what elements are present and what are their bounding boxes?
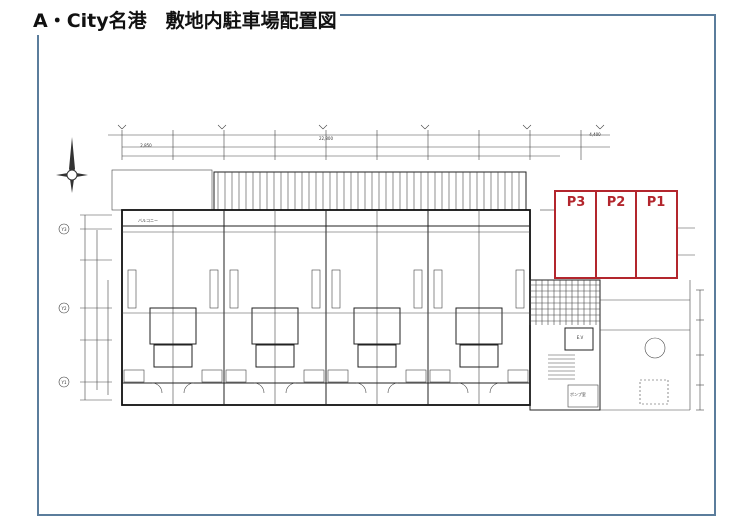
door-swing	[285, 382, 297, 394]
plan-line	[420, 124, 426, 130]
elevator	[564, 327, 594, 351]
parking-area: P3 P2 P1	[554, 190, 678, 279]
water-tank	[644, 337, 666, 359]
parking-space-p2: P2	[607, 195, 626, 210]
door-swing	[151, 382, 163, 394]
bathroom	[455, 307, 503, 345]
entrance	[201, 369, 223, 383]
ev-label: E.V	[577, 335, 584, 340]
plan-line	[526, 124, 532, 130]
overall-dimension: 22,800	[319, 136, 333, 141]
grid-label-y2: Y2	[61, 306, 67, 311]
door-swing	[253, 382, 265, 394]
kitchen	[127, 269, 137, 309]
pump-room	[567, 384, 599, 408]
kitchen	[515, 269, 525, 309]
plan-line	[595, 124, 601, 130]
bathroom	[149, 307, 197, 345]
bicycle-parking	[213, 171, 527, 211]
entrance	[123, 369, 145, 383]
parking-space-p3: P3	[567, 195, 586, 210]
door-swing	[183, 382, 195, 394]
plan-line	[424, 124, 430, 130]
balcony-label: バルコニー	[138, 218, 158, 223]
kitchen	[209, 269, 219, 309]
plan-line	[117, 124, 123, 130]
grid-markers: Y3 Y2 Y1	[58, 223, 70, 388]
unit-dimension: 2,850	[140, 143, 152, 148]
kitchen	[433, 269, 443, 309]
bathroom	[353, 307, 401, 345]
entrance	[303, 369, 325, 383]
entrance	[429, 369, 451, 383]
door-swing	[355, 382, 367, 394]
door-swing	[387, 382, 399, 394]
entrance	[225, 369, 247, 383]
pump-room-label: ポンプ室	[570, 391, 586, 397]
plan-line	[599, 124, 605, 130]
north-arrow-icon	[56, 137, 88, 193]
grid-label-y1: Y1	[61, 380, 67, 385]
frame	[37, 14, 716, 516]
plan-line	[221, 124, 227, 130]
door-swing	[457, 382, 469, 394]
water-storage	[639, 379, 669, 405]
kitchen	[229, 269, 239, 309]
page-title: A・City名港 敷地内駐車場配置図	[33, 10, 337, 32]
door-swing	[489, 382, 501, 394]
bathroom	[251, 307, 299, 345]
plan-line	[217, 124, 223, 130]
toilet	[153, 344, 193, 368]
plan-line	[318, 124, 324, 130]
parking-space-p1: P1	[647, 195, 666, 210]
mailbox-area	[111, 169, 213, 211]
entrance	[507, 369, 529, 383]
plan-line	[121, 124, 127, 130]
kitchen	[413, 269, 423, 309]
toilet	[357, 344, 397, 368]
toilet	[459, 344, 499, 368]
toilet	[255, 344, 295, 368]
plan-line	[522, 124, 528, 130]
entrance	[327, 369, 349, 383]
entrance	[405, 369, 427, 383]
kitchen	[311, 269, 321, 309]
right-dimension: 4,400	[589, 132, 601, 137]
plan-line	[322, 124, 328, 130]
stair-core	[529, 279, 601, 411]
kitchen	[331, 269, 341, 309]
building-floor-plan	[80, 124, 704, 411]
grid-label-y3: Y3	[61, 227, 67, 232]
